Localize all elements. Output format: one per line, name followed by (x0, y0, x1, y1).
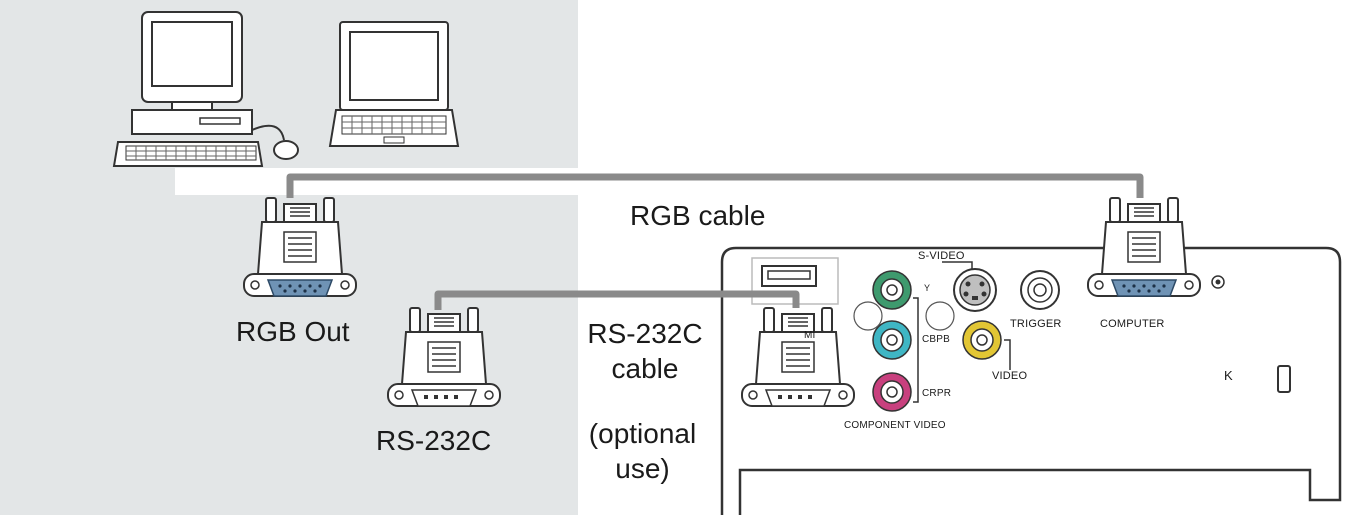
projector-computer-connector-icon (1087, 197, 1201, 297)
rgb-out-connector-icon (243, 197, 357, 297)
panel-screw-icon (1211, 275, 1225, 289)
rgb-cable (286, 173, 1144, 198)
component-y-label: Y (924, 283, 931, 293)
rs232c-port-label: RS-232C (376, 425, 492, 456)
optional-use-label-line1: (optional (588, 418, 697, 449)
rs232c-cable (434, 290, 800, 310)
trigger-jack-icon (1020, 270, 1060, 310)
security-slot-icon (1277, 365, 1291, 393)
lock-label: K (1224, 368, 1233, 383)
rgb-out-label: RGB Out (236, 316, 350, 347)
component-video-jacks-icon (853, 270, 955, 412)
s-video-jack-icon (942, 261, 997, 312)
component-video-label: COMPONENT VIDEO (844, 420, 946, 431)
trigger-label: TRIGGER (1010, 318, 1062, 330)
laptop-icon (328, 21, 460, 147)
optional-use-label-line2: use) (615, 453, 670, 484)
desktop-computer-icon (112, 11, 299, 167)
rs232c-pc-connector-icon (387, 307, 501, 407)
computer-label: COMPUTER (1100, 318, 1165, 330)
component-cbpb-label: CBPB (922, 334, 951, 345)
s-video-label: S-VIDEO (918, 250, 965, 262)
video-jack-icon (962, 320, 1011, 370)
mi-label: MI (804, 330, 816, 341)
rs232c-cable-label-line1: RS-232C (587, 318, 703, 349)
rgb-cable-label: RGB cable (630, 200, 766, 231)
computer-area-background (0, 0, 578, 168)
component-crpr-label: CRPR (922, 388, 952, 399)
rs232c-cable-label-line2: cable (611, 353, 679, 384)
video-label: VIDEO (992, 370, 1028, 382)
